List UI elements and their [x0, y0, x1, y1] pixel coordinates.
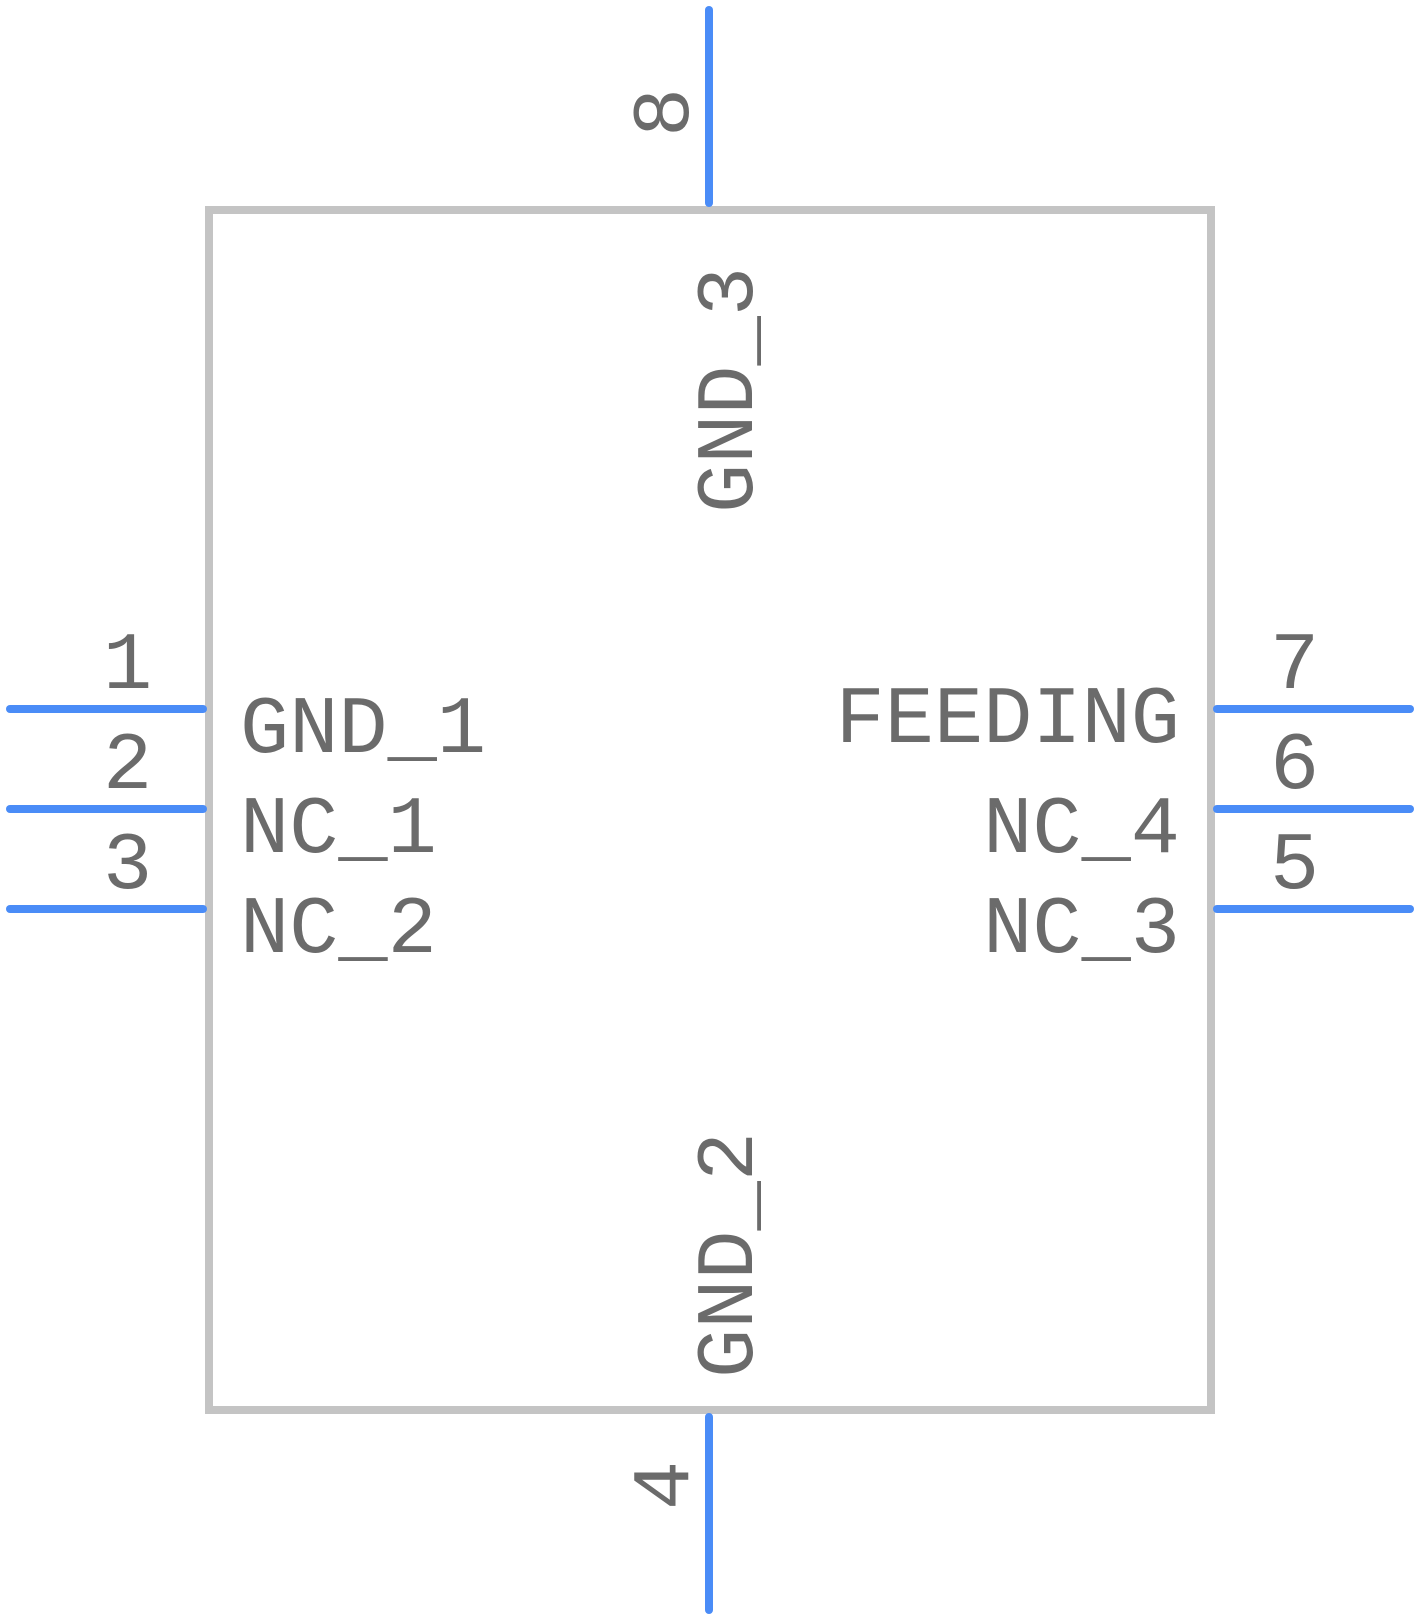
- pin-8-number: 8: [620, 88, 713, 137]
- pin-2-number: 2: [103, 720, 152, 813]
- pin-3-name: NC_2: [240, 884, 437, 977]
- pin-6-number: 6: [1270, 720, 1319, 813]
- pin-2-name: NC_1: [240, 784, 437, 877]
- pin-5-name: NC_3: [983, 884, 1180, 977]
- pin-7-name: FEEDING: [836, 674, 1180, 767]
- pin-3-number: 3: [103, 820, 152, 913]
- pin-1-name: GND_1: [240, 684, 486, 777]
- pin-4-number: 4: [620, 1461, 713, 1510]
- pin-7-number: 7: [1270, 620, 1319, 713]
- pin-6-name: NC_4: [983, 784, 1180, 877]
- pin-8-name: GND_3: [684, 267, 777, 513]
- component-body: [205, 206, 1215, 1414]
- pin-4-name: GND_2: [684, 1132, 777, 1378]
- pin-1-number: 1: [103, 620, 152, 713]
- pin-5-number: 5: [1270, 820, 1319, 913]
